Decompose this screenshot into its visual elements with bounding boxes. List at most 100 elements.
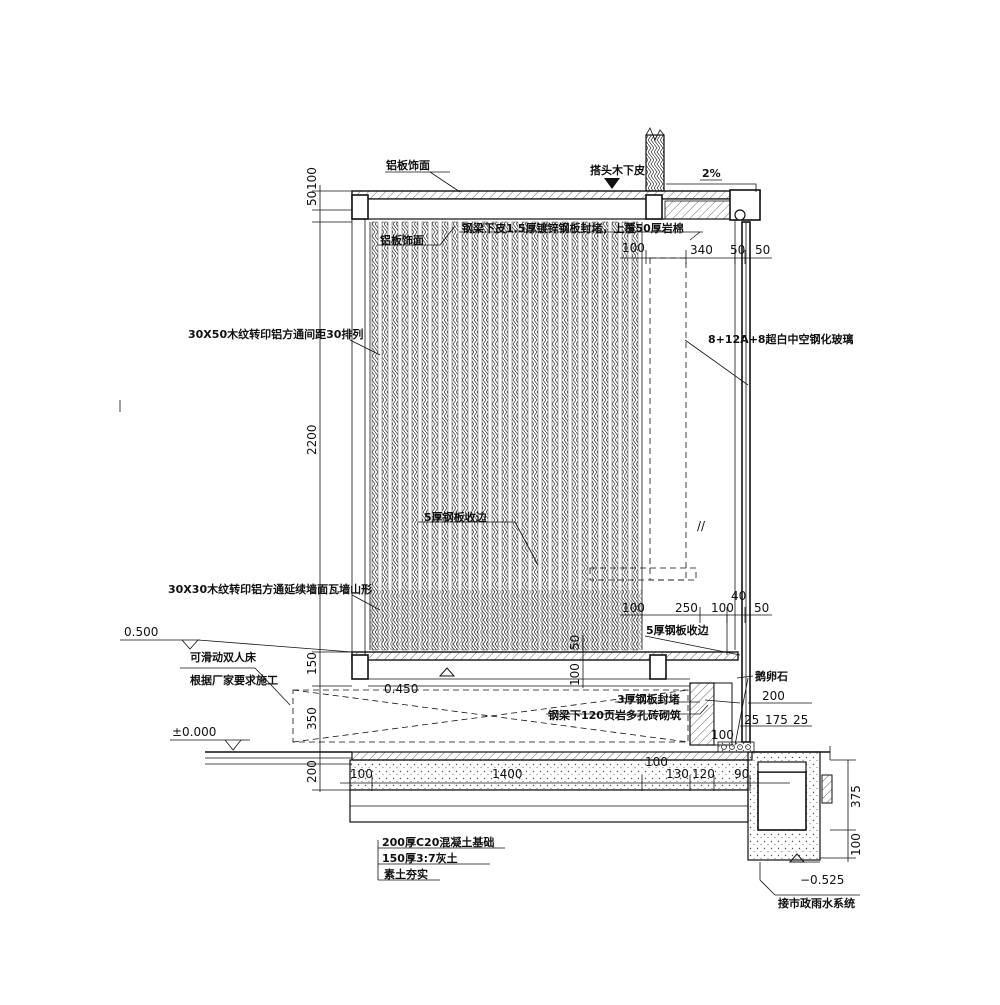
- level-marker-0450: [438, 667, 456, 677]
- dim-h-25-b: 25: [793, 713, 808, 727]
- dim-v-2200: 2200: [305, 424, 319, 455]
- wood-slat: [521, 221, 529, 651]
- label-concrete-base: 200厚C20混凝土基础: [382, 835, 494, 849]
- wood-slat: [561, 221, 569, 651]
- wall-stub: [645, 134, 665, 192]
- wood-slat: [421, 221, 429, 651]
- label-glass: 8+12A+8超白中空钢化玻璃: [708, 332, 854, 346]
- dim-h-120: 120: [692, 767, 715, 781]
- roof-assembly: [351, 127, 761, 221]
- dim-h-100-f: 100: [645, 755, 668, 769]
- dim-h-200-top: 200: [762, 689, 785, 703]
- dim-v-200: 200: [305, 760, 319, 783]
- dim-v-350: 350: [305, 707, 319, 730]
- label-tube-30x50: 30X50木纹转印铝方通间距30排列: [188, 327, 363, 341]
- bed-platform: [292, 651, 739, 743]
- dim-h-40: 40: [731, 589, 746, 603]
- break-mark: //: [697, 519, 706, 533]
- wood-slat: [431, 221, 439, 651]
- dim-h-130: 130: [666, 767, 689, 781]
- gutter-pipe: [734, 209, 746, 221]
- wood-slat: [411, 221, 419, 651]
- dim-v-100-mid: 100: [568, 663, 582, 686]
- dim-h-90: 90: [734, 767, 749, 781]
- wood-slat: [601, 221, 609, 651]
- label-masonry: 钢梁下120页岩多孔砖砌筑: [548, 708, 681, 722]
- wood-slat: [511, 221, 519, 651]
- wood-slat: [501, 221, 509, 651]
- ground-slab: [351, 751, 753, 761]
- wood-slat: [381, 221, 389, 651]
- label-plate-seal: 3厚钢板封堵: [617, 692, 680, 706]
- elevation-0000: ±0.000: [172, 725, 216, 739]
- glass-dashed-frame: [649, 257, 687, 581]
- dim-h-100-d: 100: [711, 728, 734, 742]
- dim-h-50-a: 50: [730, 243, 745, 257]
- foundation: [205, 741, 833, 863]
- dimension-labels: 50 100 2200 150 350 200 50 100 375 100 1…: [305, 167, 863, 856]
- label-movable-bed: 可滑动双人床: [190, 650, 257, 664]
- dim-h-50-b: 50: [755, 243, 770, 257]
- wood-slat: [491, 221, 499, 651]
- dim-v-150: 150: [305, 652, 319, 675]
- wood-slat: [471, 221, 479, 651]
- wood-slat: [611, 221, 619, 651]
- dim-h-100-a: 100: [622, 241, 645, 255]
- wood-slat: [371, 221, 379, 651]
- platform-post-left: [351, 654, 369, 680]
- beam-end-left: [351, 194, 369, 220]
- label-compacted-soil: 素土夯实: [384, 867, 428, 881]
- wood-slat: [531, 221, 539, 651]
- wood-slat: [401, 221, 409, 651]
- wood-slat: [591, 221, 599, 651]
- label-aluminum-facing-inner: 铝板饰面: [380, 233, 424, 247]
- platform-post-right: [649, 654, 667, 680]
- wood-slat: [551, 221, 559, 651]
- elevation-0450: 0.450: [384, 682, 418, 696]
- dim-v-50: 50: [305, 191, 319, 206]
- label-tube-30x30: 30X30木纹转印铝方通延续墙面瓦墙山形: [168, 582, 372, 596]
- dim-h-250: 250: [675, 601, 698, 615]
- dim-h-100-c: 100: [711, 601, 734, 615]
- wood-slat: [391, 221, 399, 651]
- wood-slat: [481, 221, 489, 651]
- wood-slat: [571, 221, 579, 651]
- label-lime-soil: 150厚3:7灰土: [382, 851, 458, 865]
- label-pebble: 鹅卵石: [755, 669, 788, 683]
- wood-slat: [631, 221, 639, 651]
- label-edge-5mm-lower: 5厚钢板收边: [646, 623, 710, 637]
- text-labels: 铝板饰面 搭头木下皮 2% 铝板饰面 钢梁下皮1.5厚镀锌钢板封堵，上覆50厚岩…: [168, 158, 855, 910]
- dim-v-100-top: 100: [305, 167, 319, 190]
- leader-lines: [180, 171, 860, 896]
- dimension-lines: [120, 185, 856, 862]
- roof-slab: [351, 190, 761, 200]
- dim-v-100-bottom: 100: [849, 833, 863, 856]
- beam-head-marker: [604, 178, 620, 189]
- elevation-labels: 0.500 0.450 ±0.000 −0.525: [124, 625, 844, 887]
- wood-slat: [451, 221, 459, 651]
- label-edge-5mm-upper: 5厚钢板收边: [424, 510, 488, 524]
- wood-slat: [621, 221, 629, 651]
- lower-slat-band: [370, 590, 642, 650]
- dim-h-100-b: 100: [622, 601, 645, 615]
- wood-slat: [441, 221, 449, 651]
- dim-h-175: 175: [765, 713, 788, 727]
- elevation-0500: 0.500: [124, 625, 158, 639]
- label-steel-beam-note: 钢梁下皮1.5厚镀锌钢板封堵，上覆50厚岩棉: [462, 221, 684, 235]
- label-beam-head-bottom: 搭头木下皮: [590, 163, 645, 177]
- platform-deck: [351, 651, 739, 661]
- label-slope: 2%: [702, 167, 721, 180]
- label-aluminum-facing-top: 铝板饰面: [386, 158, 430, 172]
- beam-end-mid: [645, 194, 663, 220]
- pebble-bed: [717, 741, 755, 753]
- elevation-neg0525: −0.525: [800, 873, 844, 887]
- dim-h-1400: 1400: [492, 767, 523, 781]
- wood-slat: [461, 221, 469, 651]
- wood-slat: [541, 221, 549, 651]
- dim-v-50-mid: 50: [568, 635, 582, 650]
- dim-h-50-c: 50: [754, 601, 769, 615]
- label-per-manufacturer: 根据厂家要求施工: [190, 673, 278, 687]
- slat-screen: [369, 221, 643, 651]
